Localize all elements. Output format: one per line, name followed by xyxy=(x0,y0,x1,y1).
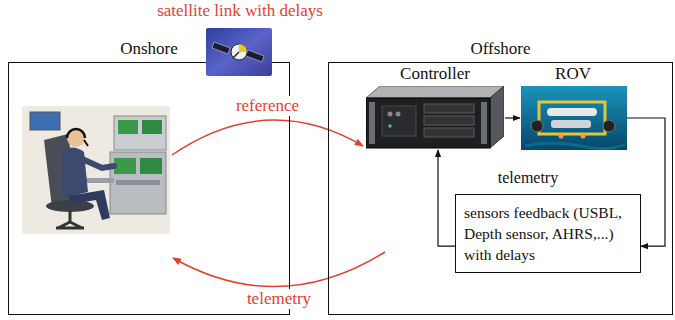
monitor xyxy=(114,158,136,174)
sensor-text: sensors feedback (USBL, Depth sensor, AH… xyxy=(464,202,632,265)
keyboard xyxy=(116,180,160,185)
rov-illustration xyxy=(521,86,627,150)
edge-label: reference xyxy=(234,96,301,116)
computer-illustration xyxy=(366,86,504,150)
rov-housing xyxy=(551,120,591,128)
operator-head xyxy=(67,129,85,147)
rov-light xyxy=(559,134,564,139)
monitor xyxy=(118,120,138,134)
console xyxy=(114,116,166,150)
sea-ground xyxy=(521,86,627,150)
thruster xyxy=(603,120,615,132)
operator-illustration xyxy=(22,106,170,234)
operator-arm xyxy=(80,158,114,168)
link-caption: satellite link with delays xyxy=(120,1,360,21)
satellite-icon xyxy=(206,28,272,76)
satellite-dish xyxy=(239,44,247,52)
icon-ground xyxy=(206,28,272,76)
sensor-box: sensors feedback (USBL, Depth sensor, AH… xyxy=(455,194,641,273)
satellite-antenna xyxy=(233,52,239,58)
case-handle xyxy=(481,102,487,144)
region-title: Offshore xyxy=(470,39,530,58)
region-heading: Offshore xyxy=(328,38,673,60)
case-top xyxy=(366,86,504,98)
region-title: Onshore xyxy=(120,39,178,58)
case-front xyxy=(366,98,490,148)
chair-base xyxy=(56,210,84,228)
connector xyxy=(172,120,363,155)
monitor xyxy=(142,120,162,134)
headset-mic xyxy=(84,140,88,146)
operator-torso xyxy=(62,147,88,198)
connector xyxy=(438,150,455,246)
front-panel xyxy=(382,106,416,136)
case-side xyxy=(490,86,504,148)
unit-heading: ROV xyxy=(520,64,626,84)
led xyxy=(388,124,392,128)
connector xyxy=(173,252,385,287)
operator-legs xyxy=(68,190,110,220)
rov-light xyxy=(581,134,586,139)
rov-frame xyxy=(539,102,605,134)
headset xyxy=(67,129,85,138)
site-region: Onshore xyxy=(8,38,290,315)
button xyxy=(388,112,393,117)
wall-screen xyxy=(30,112,60,130)
case-handle xyxy=(369,102,375,144)
drive-bay xyxy=(424,104,474,113)
drive-bay xyxy=(424,116,474,125)
solar-panel xyxy=(246,50,264,62)
seabed xyxy=(525,143,625,149)
console xyxy=(110,152,166,214)
monitor xyxy=(140,158,162,174)
thruster xyxy=(531,120,543,132)
controller-unit: Controller xyxy=(365,64,505,150)
rov-float xyxy=(547,108,597,116)
unit-heading: Controller xyxy=(365,64,505,84)
connector xyxy=(505,117,520,118)
rov-unit: ROV xyxy=(520,64,626,150)
button xyxy=(396,112,401,117)
edge-label: telemetry xyxy=(245,289,313,309)
illustration-ground xyxy=(22,106,170,234)
satellite-body xyxy=(231,44,247,60)
drive-bay xyxy=(424,128,474,137)
region-border xyxy=(328,62,673,315)
solar-panel xyxy=(212,42,230,54)
telemetry-note: telemetry xyxy=(478,168,578,188)
